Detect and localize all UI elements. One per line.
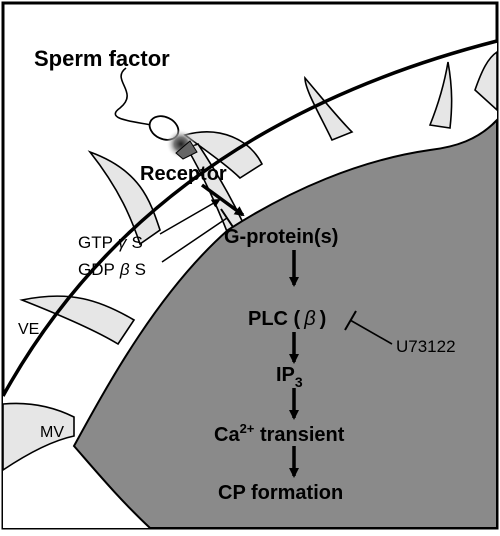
- gtp-label-text: GTP: [78, 233, 113, 252]
- u73122-inhibition-line: [349, 319, 393, 345]
- microvillus-mv: [2, 402, 75, 472]
- gdp-inhibition-line: [161, 217, 228, 263]
- gtp-greek: γ: [118, 233, 128, 252]
- plc-text: PLC (: [248, 308, 301, 330]
- microvillus: [428, 61, 453, 129]
- receptor-to-gprotein-arrow: [200, 183, 245, 217]
- ve-label: VE: [18, 321, 39, 338]
- cp-formation-label: CP formation: [218, 482, 343, 504]
- ca-text: Ca: [214, 424, 240, 446]
- receptor-label: Receptor: [140, 163, 227, 185]
- u73122-label: U73122: [396, 337, 456, 356]
- plc-label: PLC (β): [248, 308, 326, 330]
- ip3-text: IP: [276, 364, 295, 386]
- microvillus: [474, 50, 498, 112]
- cytoplasm: [72, 117, 498, 529]
- gdp-greek: β: [119, 260, 130, 279]
- microvillus: [304, 75, 354, 142]
- ca-transient-label: Ca2+ transient: [214, 421, 345, 446]
- ip3-subscript: 3: [295, 374, 303, 390]
- microvillus: [19, 295, 136, 346]
- gtp-activation-arrow: [159, 199, 221, 235]
- plc-greek: β: [303, 308, 315, 330]
- receptor-marker: [175, 140, 198, 160]
- egg-membrane: [1, 39, 498, 397]
- ca-superscript: 2+: [240, 421, 255, 436]
- mv-label: MV: [40, 424, 64, 441]
- sperm: [114, 67, 198, 160]
- sperm-tail: [114, 67, 163, 129]
- u73122-inhibition-bar: [344, 310, 357, 331]
- plc-close: ): [320, 308, 327, 330]
- transient-text: transient: [254, 424, 344, 446]
- gdp-label-text: GDP: [78, 260, 115, 279]
- ip3-label: IP3: [276, 364, 303, 390]
- sperm-factor-label: Sperm factor: [34, 46, 170, 71]
- pathway-arrows: [159, 183, 393, 478]
- gdp-inhibition-bar: [220, 208, 234, 228]
- gdp-s: S: [135, 260, 146, 279]
- g-protein-label: G-protein(s): [224, 226, 338, 248]
- gtp-s: S: [131, 233, 142, 252]
